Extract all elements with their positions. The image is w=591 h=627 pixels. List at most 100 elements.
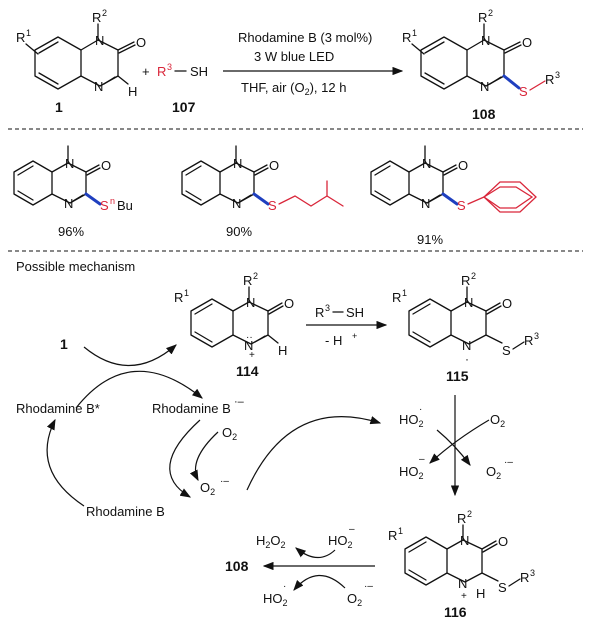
svg-text:N: N xyxy=(94,79,103,94)
svg-text:··: ·· xyxy=(246,332,253,343)
conditions-label: THF, air (O2), 12 h xyxy=(241,80,346,97)
svg-text:N: N xyxy=(480,79,489,94)
svg-text:·–: ·– xyxy=(234,396,245,408)
svg-text:2: 2 xyxy=(467,509,472,519)
svg-text:S: S xyxy=(268,198,277,213)
svg-text:N: N xyxy=(246,295,255,310)
svg-text:115: 115 xyxy=(446,368,469,384)
svg-text:R: R xyxy=(461,273,470,288)
svg-text:N: N xyxy=(65,156,74,171)
svg-text:R: R xyxy=(157,64,166,79)
svg-text:H2O2: H2O2 xyxy=(256,533,286,550)
svg-text:HO2: HO2 xyxy=(399,464,424,481)
svg-text:114: 114 xyxy=(236,363,259,379)
svg-text:SH: SH xyxy=(190,64,208,79)
svg-text:O: O xyxy=(458,158,468,173)
svg-text:N: N xyxy=(95,33,104,48)
svg-text:–: – xyxy=(419,454,425,465)
svg-text:O: O xyxy=(269,158,279,173)
svg-text:3: 3 xyxy=(325,303,330,313)
svg-text:R: R xyxy=(92,10,101,25)
svg-text:·–: ·– xyxy=(504,457,513,468)
thiol-107: R 3 SH 107 xyxy=(157,62,208,115)
thiol-addition-arrow: R 3 SH - H + xyxy=(306,303,388,348)
start-compound-1: 1 xyxy=(60,336,68,352)
svg-text:R: R xyxy=(520,570,529,585)
svg-text:HO2: HO2 xyxy=(263,591,288,608)
svg-text:N: N xyxy=(232,196,241,211)
svg-text:1: 1 xyxy=(402,288,407,298)
svg-text:O2: O2 xyxy=(347,591,362,608)
svg-text:N: N xyxy=(64,196,73,211)
svg-text:R: R xyxy=(402,30,411,45)
svg-text:H: H xyxy=(278,343,287,358)
compound-label-108: 108 xyxy=(472,106,496,122)
svg-text:+: + xyxy=(352,331,357,341)
svg-text:116: 116 xyxy=(444,604,467,620)
mechanism-title: Possible mechanism xyxy=(16,259,135,274)
svg-text:S: S xyxy=(100,198,109,213)
svg-text:N: N xyxy=(422,156,431,171)
yield-1: 96% xyxy=(58,224,84,239)
svg-text:N: N xyxy=(481,33,490,48)
svg-text:N: N xyxy=(458,576,467,591)
compound-label-1: 1 xyxy=(55,99,63,115)
compound-label-107: 107 xyxy=(172,99,196,115)
svg-text:2: 2 xyxy=(488,8,493,18)
svg-text:R: R xyxy=(545,72,554,87)
plus-sign: + xyxy=(142,64,150,79)
svg-text:O2: O2 xyxy=(222,425,237,442)
svg-text:N: N xyxy=(233,156,242,171)
svg-text:·–: ·– xyxy=(220,476,229,487)
yield-3: 91% xyxy=(417,232,443,247)
svg-text:N: N xyxy=(464,295,473,310)
svg-text:R: R xyxy=(16,30,25,45)
svg-text:R: R xyxy=(392,290,401,305)
oxidation-step: HO2 · O2 HO2 – O2 ·– xyxy=(399,395,513,497)
svg-text:3: 3 xyxy=(534,331,539,341)
svg-text:O: O xyxy=(136,35,146,50)
svg-text:O: O xyxy=(502,296,512,311)
svg-text:R: R xyxy=(457,511,466,526)
svg-text:N: N xyxy=(460,533,469,548)
svg-text:N: N xyxy=(421,196,430,211)
svg-text:S: S xyxy=(498,580,507,595)
rhodamine-ground: Rhodamine B xyxy=(86,504,165,519)
svg-text:·: · xyxy=(419,404,422,415)
svg-text:2: 2 xyxy=(102,8,107,18)
svg-text:n: n xyxy=(110,196,115,206)
svg-text:O2: O2 xyxy=(486,464,501,481)
svg-text:R: R xyxy=(524,333,533,348)
svg-text:1: 1 xyxy=(398,526,403,536)
final-product-108: 108 xyxy=(225,558,249,574)
rhodamine-excited: Rhodamine B* xyxy=(16,401,100,416)
svg-text:R: R xyxy=(243,273,252,288)
catalyst-label: Rhodamine B (3 mol%) xyxy=(238,30,372,45)
svg-text:S: S xyxy=(457,198,466,213)
svg-text:R: R xyxy=(315,305,324,320)
svg-text:O: O xyxy=(498,534,508,549)
svg-text:+: + xyxy=(461,591,467,602)
svg-text:O2: O2 xyxy=(490,412,505,429)
svg-text:HO2: HO2 xyxy=(399,412,424,429)
yield-2: 90% xyxy=(226,224,252,239)
svg-text:3: 3 xyxy=(555,70,560,80)
svg-text:·: · xyxy=(283,581,286,592)
svg-text:3: 3 xyxy=(530,568,535,578)
svg-text:+: + xyxy=(249,350,255,361)
svg-text:1: 1 xyxy=(412,28,417,38)
svg-text:N: N xyxy=(462,338,471,353)
example-3: N N O S 91% xyxy=(370,145,537,247)
example-1: N N O S n Bu 96% xyxy=(13,145,133,239)
reaction-arrow-top: Rhodamine B (3 mol%) 3 W blue LED THF, a… xyxy=(223,30,404,97)
photocatalytic-cycle: 1 Rhodamine B* Rhodamine B ·– O2 O2 ·– R… xyxy=(16,336,382,519)
svg-text:O: O xyxy=(101,158,111,173)
svg-text:2: 2 xyxy=(253,271,258,281)
svg-text:3: 3 xyxy=(167,62,172,72)
svg-text:- H: - H xyxy=(325,333,342,348)
svg-text:S: S xyxy=(502,343,511,358)
